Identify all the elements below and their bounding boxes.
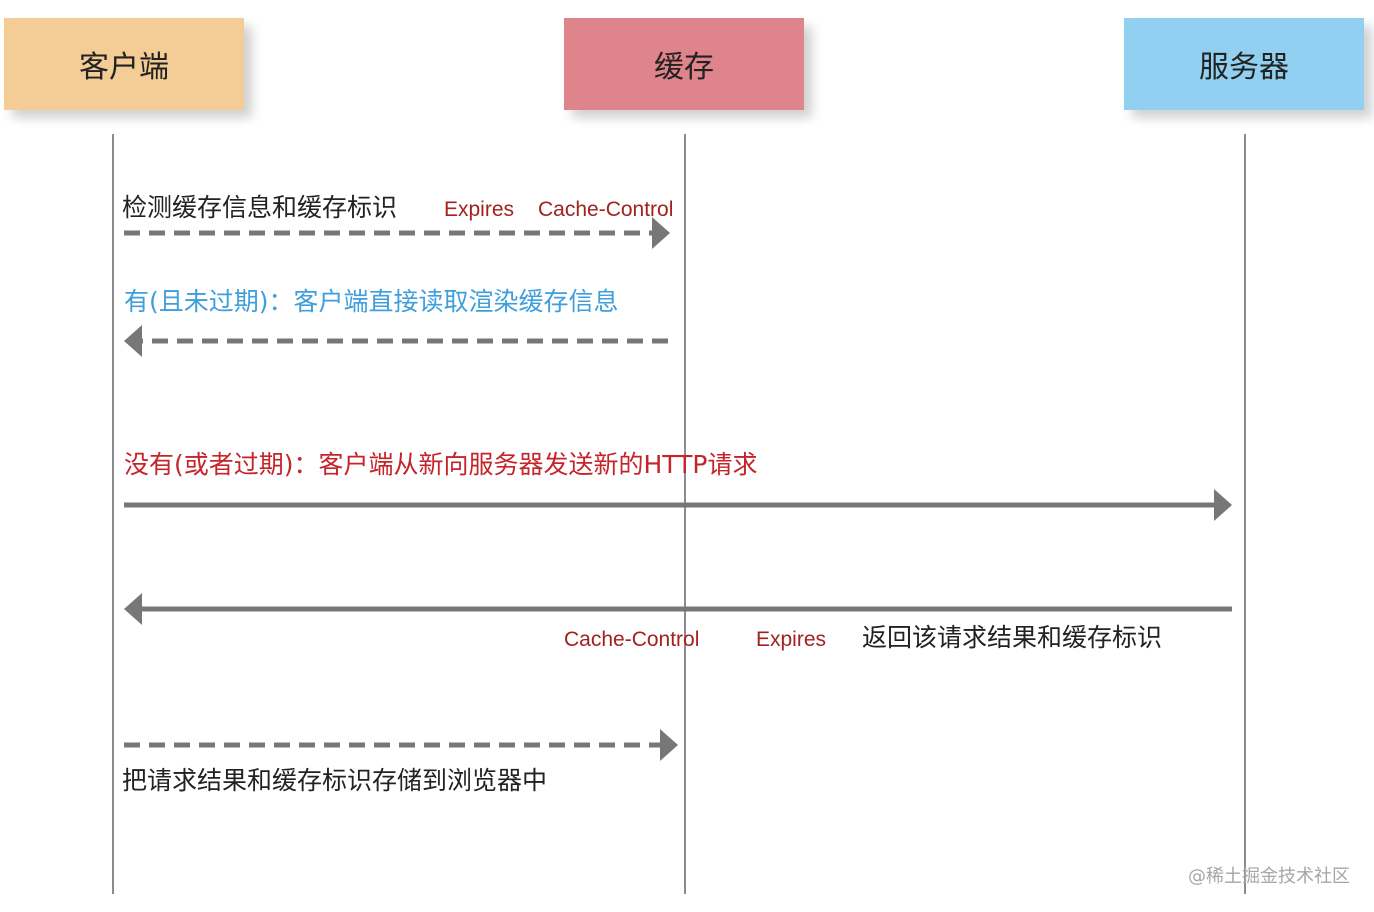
check-header-expires: Expires bbox=[444, 198, 515, 221]
check-label: 检测缓存信息和缓存标识 bbox=[122, 193, 398, 222]
watermark: @稀土掘金技术社区 bbox=[1188, 866, 1350, 887]
actor-server-label: 服务器 bbox=[1199, 50, 1289, 85]
actor-cache-label: 缓存 bbox=[654, 50, 714, 85]
arrow-request bbox=[124, 489, 1232, 521]
actor-server: 服务器 bbox=[1124, 18, 1364, 110]
response-label: 返回该请求结果和缓存标识 bbox=[862, 623, 1163, 652]
arrow-response bbox=[124, 593, 1232, 625]
arrow-cache-hit bbox=[124, 325, 668, 357]
actor-cache: 缓存 bbox=[564, 18, 804, 110]
actor-client-label: 客户端 bbox=[79, 50, 169, 85]
actor-client: 客户端 bbox=[4, 18, 244, 110]
arrow-store bbox=[124, 729, 678, 761]
response-header-cache-control: Cache-Control bbox=[564, 628, 700, 651]
cache-miss-label: 没有(或者过期)：客户端从新向服务器发送新的HTTP请求 bbox=[124, 450, 758, 479]
response-header-expires: Expires bbox=[756, 628, 827, 651]
arrow-check bbox=[124, 217, 670, 249]
store-label: 把请求结果和缓存标识存储到浏览器中 bbox=[122, 766, 548, 795]
cache-hit-label: 有(且未过期)：客户端直接读取渲染缓存信息 bbox=[124, 287, 619, 316]
check-header-cache-control: Cache-Control bbox=[538, 198, 674, 221]
